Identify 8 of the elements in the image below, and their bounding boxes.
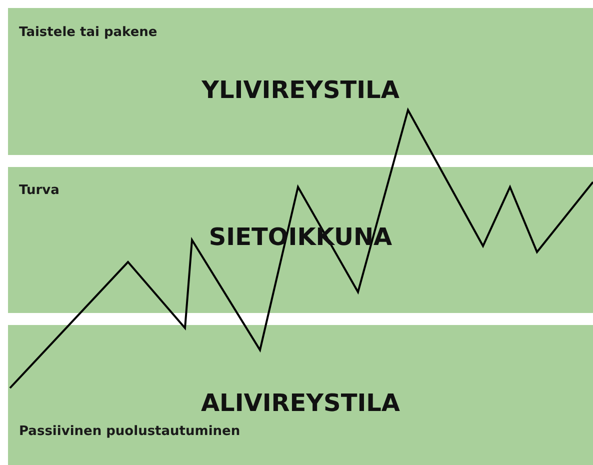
- zone-note: Passiivinen puolustautuminen: [19, 423, 240, 440]
- zone-band: [8, 325, 593, 465]
- zone-note: Turva: [19, 182, 60, 199]
- zone-title: ALIVIREYSTILA: [200, 389, 401, 417]
- zone-note: Taistele tai pakene: [19, 24, 158, 41]
- zone-band: [8, 8, 593, 155]
- zone-band: [8, 167, 593, 313]
- zone-title: YLIVIREYSTILA: [200, 76, 400, 104]
